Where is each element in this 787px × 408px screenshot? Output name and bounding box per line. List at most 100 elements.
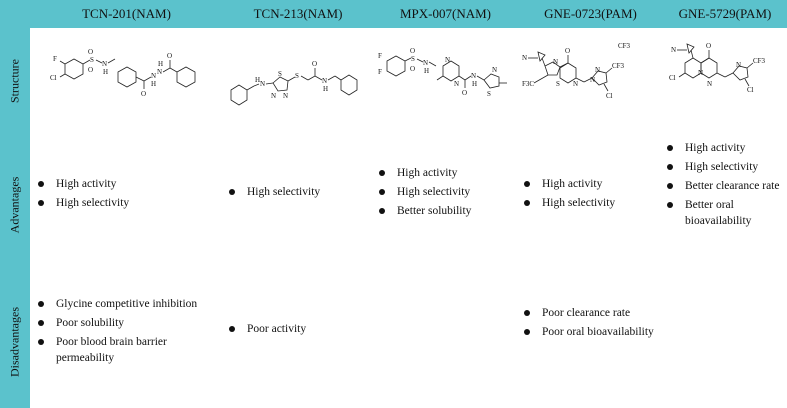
svg-text:N: N bbox=[471, 72, 476, 80]
svg-text:F: F bbox=[378, 52, 382, 60]
svg-text:O: O bbox=[312, 60, 317, 68]
disadvantages-tcn213: Poor activity bbox=[223, 276, 373, 408]
svg-text:N: N bbox=[322, 77, 327, 85]
svg-text:S: S bbox=[278, 70, 282, 78]
svg-text:N: N bbox=[522, 54, 527, 62]
svg-text:H: H bbox=[158, 60, 163, 68]
svg-text:N: N bbox=[151, 72, 156, 80]
structure-gne5729: N O N N Cl N CF3 Cl bbox=[663, 28, 787, 134]
svg-text:CF3: CF3 bbox=[618, 42, 631, 50]
svg-text:N: N bbox=[260, 80, 265, 88]
svg-text:N: N bbox=[157, 68, 162, 76]
svg-text:N: N bbox=[590, 76, 595, 84]
disadvantages-gne5729 bbox=[663, 276, 787, 408]
svg-text:H: H bbox=[255, 76, 260, 84]
list-item: Better oral bioavailability bbox=[663, 197, 781, 229]
advantages-tcn213: High selectivity bbox=[223, 134, 373, 276]
svg-text:H: H bbox=[103, 68, 108, 76]
svg-text:CF3: CF3 bbox=[612, 62, 625, 70]
svg-text:N: N bbox=[271, 92, 276, 100]
svg-text:O: O bbox=[88, 66, 93, 74]
molecule-tcn213-icon: H N N N S S O N H bbox=[230, 60, 358, 106]
svg-text:N: N bbox=[454, 80, 459, 88]
svg-text:O: O bbox=[167, 52, 172, 60]
list-item: High selectivity bbox=[520, 195, 615, 211]
svg-text:N: N bbox=[492, 66, 497, 74]
list-item: High selectivity bbox=[34, 195, 129, 211]
structure-tcn213: H N N N S S O N H bbox=[223, 28, 373, 134]
row-header-advantages: Advantages bbox=[0, 134, 30, 276]
svg-text:S: S bbox=[487, 90, 491, 98]
svg-text:Cl: Cl bbox=[669, 74, 676, 82]
svg-text:N: N bbox=[736, 61, 741, 69]
svg-text:O: O bbox=[410, 65, 415, 73]
molecule-mpx007-icon: F F S O O N H N N O N H S N bbox=[378, 47, 507, 98]
list-item: High activity bbox=[34, 176, 129, 192]
list-item: High selectivity bbox=[225, 184, 320, 200]
molecule-tcn201-icon: F Cl S O O N H O N N H H O bbox=[50, 48, 196, 98]
list-item: Poor activity bbox=[225, 321, 306, 337]
col-header-tcn213: TCN-213(NAM) bbox=[223, 0, 373, 28]
svg-text:Cl: Cl bbox=[606, 92, 613, 100]
col-header-gne5729: GNE-5729(PAM) bbox=[663, 0, 787, 28]
row-label-advantages: Advantages bbox=[7, 176, 22, 234]
svg-text:N: N bbox=[707, 80, 712, 88]
svg-text:O: O bbox=[462, 89, 467, 97]
list-item: Poor clearance rate bbox=[520, 305, 660, 321]
structure-tcn201: F Cl S O O N H O N N H H O bbox=[30, 28, 223, 134]
svg-text:O: O bbox=[565, 47, 570, 55]
svg-text:N: N bbox=[671, 46, 676, 54]
structure-mpx007: F F S O O N H N N O N H S N bbox=[373, 28, 518, 134]
advantages-gne5729: High activity High selectivity Better cl… bbox=[663, 134, 787, 276]
svg-text:CF3: CF3 bbox=[753, 57, 766, 65]
row-header-disadvantages: Disadvantages bbox=[0, 276, 30, 408]
svg-text:H: H bbox=[472, 80, 477, 88]
list-item: High selectivity bbox=[663, 159, 781, 175]
row-label-structure: Structure bbox=[7, 59, 22, 103]
table-corner bbox=[0, 0, 30, 28]
svg-text:H: H bbox=[151, 80, 156, 88]
list-item: High activity bbox=[520, 176, 615, 192]
svg-text:O: O bbox=[706, 42, 711, 50]
svg-text:N: N bbox=[573, 80, 578, 88]
list-item: Poor solubility bbox=[34, 315, 220, 331]
svg-text:H: H bbox=[424, 67, 429, 75]
svg-text:S: S bbox=[295, 72, 299, 80]
disadvantages-mpx007 bbox=[373, 276, 518, 408]
col-header-mpx007: MPX-007(NAM) bbox=[373, 0, 518, 28]
list-item: High activity bbox=[663, 140, 781, 156]
row-label-disadvantages: Disadvantages bbox=[7, 307, 22, 377]
svg-text:N: N bbox=[283, 92, 288, 100]
svg-text:S: S bbox=[556, 80, 560, 88]
svg-text:H: H bbox=[323, 85, 328, 93]
disadvantages-gne0723: Poor clearance rate Poor oral bioavailab… bbox=[518, 276, 663, 408]
advantages-gne0723: High activity High selectivity bbox=[518, 134, 663, 276]
svg-text:Cl: Cl bbox=[50, 74, 57, 82]
disadvantages-tcn201: Glycine competitive inhibition Poor solu… bbox=[30, 276, 223, 408]
advantages-tcn201: High activity High selectivity bbox=[30, 134, 223, 276]
svg-text:F: F bbox=[378, 68, 382, 76]
svg-text:S: S bbox=[411, 55, 415, 63]
svg-text:F3C: F3C bbox=[522, 80, 534, 88]
svg-text:N: N bbox=[423, 59, 428, 67]
svg-text:N: N bbox=[553, 58, 558, 66]
svg-text:N: N bbox=[595, 66, 600, 74]
svg-text:O: O bbox=[141, 90, 146, 98]
list-item: Glycine competitive inhibition bbox=[34, 296, 220, 312]
list-item: High activity bbox=[375, 165, 471, 181]
svg-text:N: N bbox=[698, 69, 703, 77]
list-item: Better clearance rate bbox=[663, 178, 781, 194]
molecule-gne5729-icon: N O N N Cl N CF3 Cl bbox=[669, 42, 766, 94]
list-item: Better solubility bbox=[375, 203, 471, 219]
col-header-gne0723: GNE-0723(PAM) bbox=[518, 0, 663, 28]
list-item: Poor oral bioavailability bbox=[520, 324, 660, 340]
svg-text:Cl: Cl bbox=[747, 86, 754, 94]
svg-text:O: O bbox=[410, 47, 415, 55]
svg-text:O: O bbox=[88, 48, 93, 56]
svg-text:N: N bbox=[445, 56, 450, 64]
row-header-structure: Structure bbox=[0, 28, 30, 134]
advantages-mpx007: High activity High selectivity Better so… bbox=[373, 134, 518, 276]
svg-text:N: N bbox=[102, 60, 107, 68]
list-item: Poor blood brain barrier permeability bbox=[34, 334, 220, 366]
